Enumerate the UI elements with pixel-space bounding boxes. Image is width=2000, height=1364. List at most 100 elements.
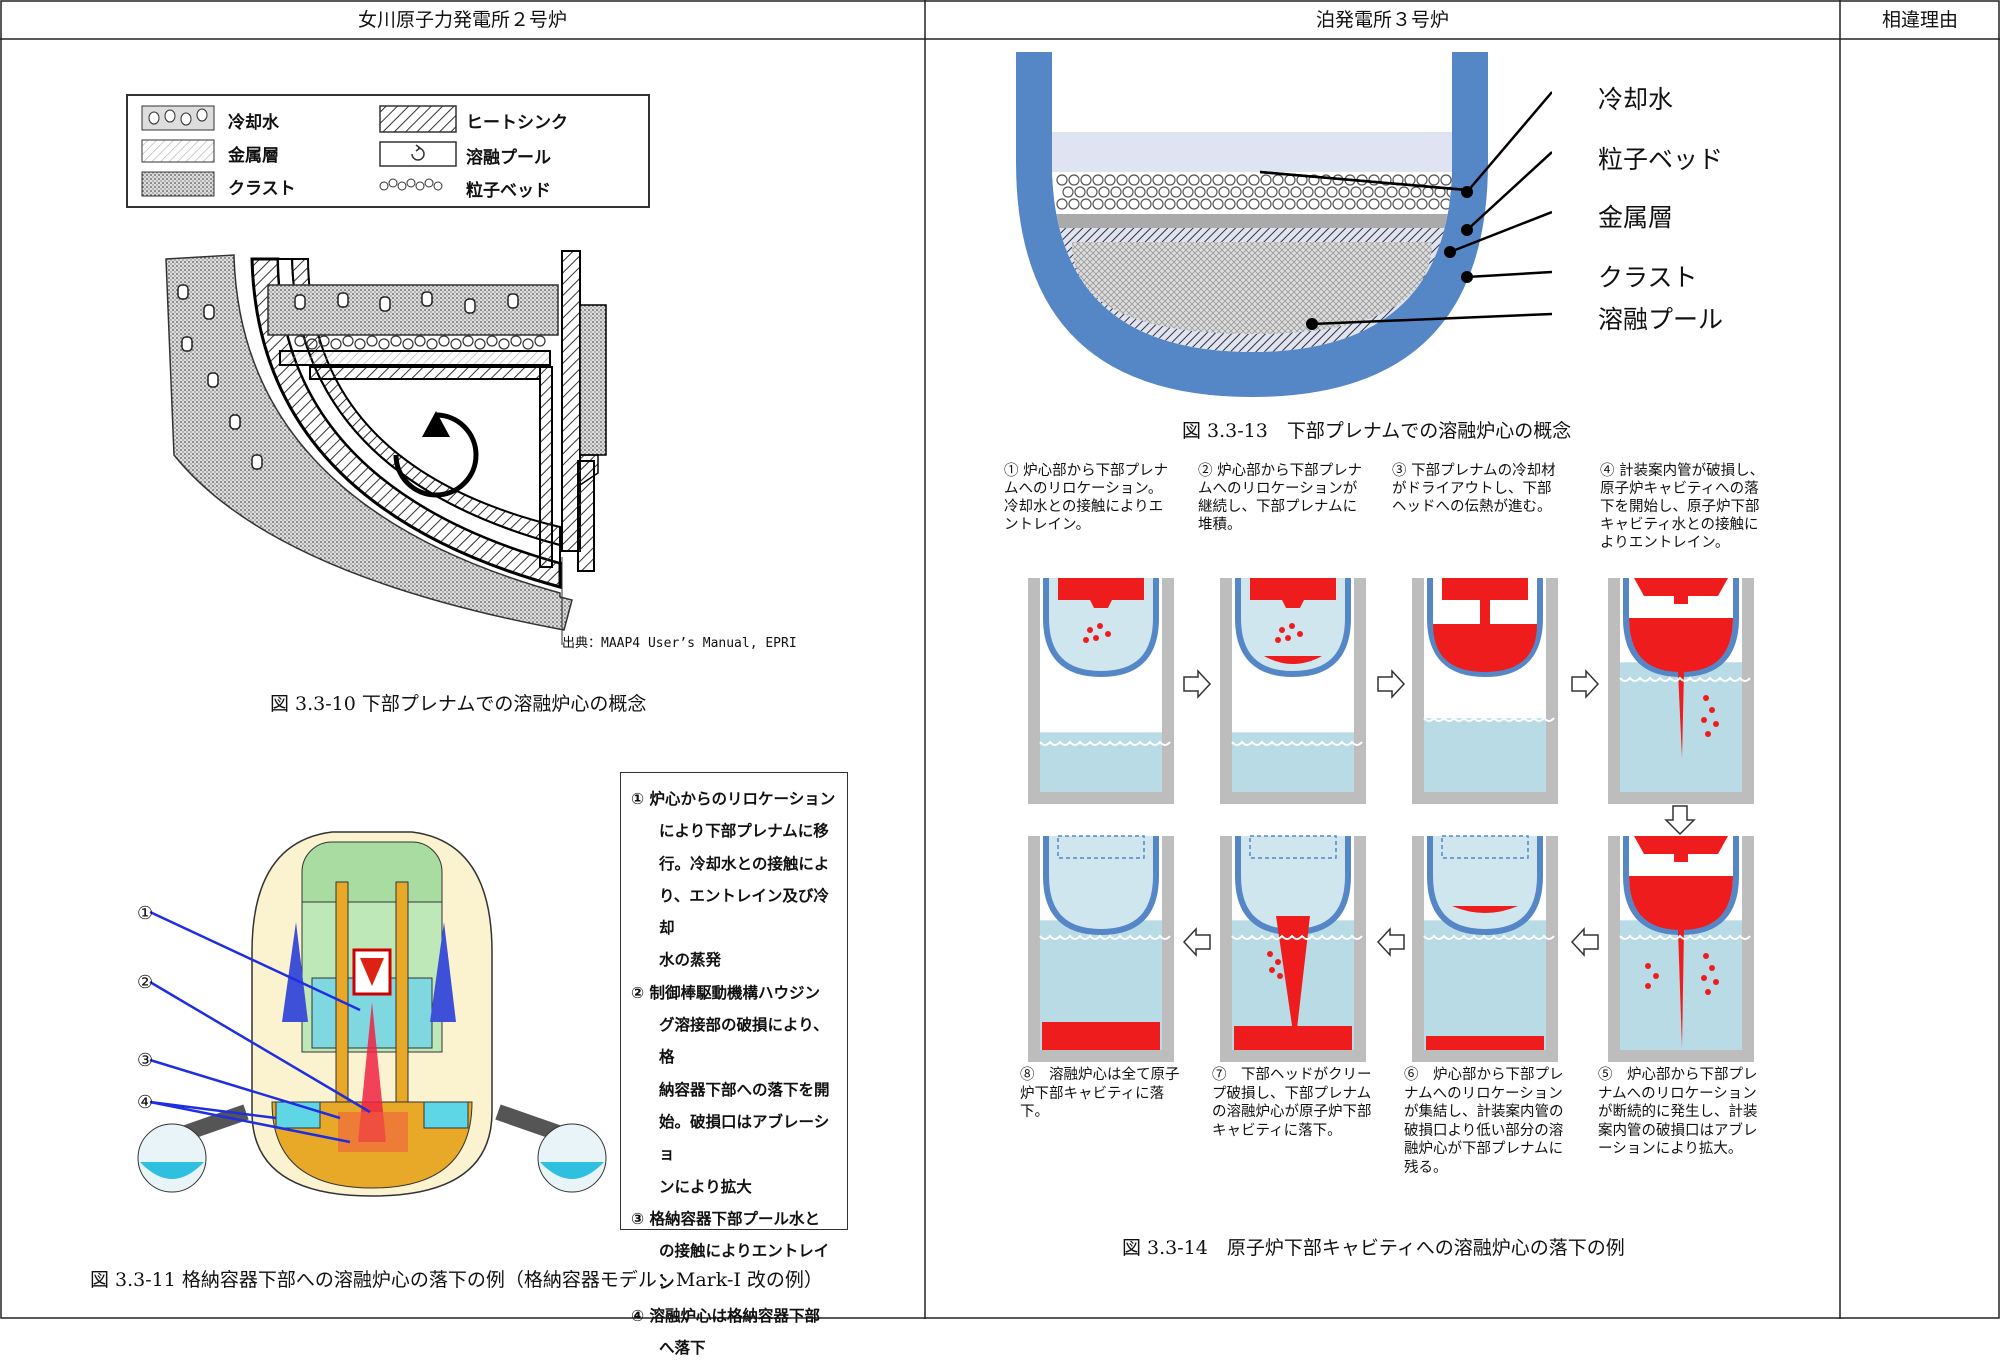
particle-bead [1404,198,1416,210]
particle-bead [1410,186,1422,198]
melt-droplet [1653,973,1659,979]
legend-metal-layer: 金属層 [228,146,279,166]
note-line: へ落下 [659,1339,706,1358]
particle-bead [1062,186,1074,198]
melt-droplet [1713,721,1719,727]
melt-droplet [1277,973,1283,979]
core-outline [1249,835,1337,859]
cavity-water [1232,732,1354,792]
particle-bead [1320,198,1332,210]
core-outline [1057,835,1145,859]
particle-bead [1284,174,1296,186]
water-surface [1619,676,1751,682]
step-3-text: ③ 下部プレナムの冷却材がドライアウトし、下部ヘッドへの伝熱が進む。 [1392,463,1556,515]
particle-bead [1098,186,1110,198]
particle-bead [1122,186,1134,198]
particle-bead [1116,198,1128,210]
melt-droplet [1701,975,1707,981]
particle-bead [1164,174,1176,186]
melt-droplet [1297,631,1303,637]
cavity-water [1040,732,1162,792]
fig11-marker-1: ① [137,903,154,924]
particle-bead [1440,174,1452,186]
fig13-label-crust: クラスト [1598,263,1698,292]
melt-jet [1678,930,1684,1048]
step-2-text: ② 炉心部から下部プレナムへのリロケーションが継続し、下部プレナムに堆積。 [1198,463,1363,533]
particle-bead [1332,198,1344,210]
particle-bead [1272,174,1284,186]
particle-bead [1080,198,1092,210]
note-line: ④ 溶融炉心は格納容器下部 [631,1306,821,1325]
cavity-water [1424,920,1546,1050]
particle-bead [1428,174,1440,186]
melt-droplet [1709,965,1715,971]
melt-droplet [1105,631,1111,637]
core-melt [1058,578,1144,608]
arrow-left [1570,927,1599,957]
particle-bead [1248,174,1260,186]
sequence-panel [1412,578,1558,804]
particle-bead [1170,186,1182,198]
particle-bead [1422,186,1434,198]
particle-bead [1164,198,1176,210]
sequence-panel [1608,836,1754,1062]
note-line: の接触によりエントレイン [659,1242,830,1293]
melt-droplet [1645,963,1651,969]
note-line: により下部プレナムに移 [659,822,829,841]
fig11-marker-2: ② [137,972,154,993]
particle-bead [1212,198,1224,210]
melt-droplet [1709,707,1715,713]
melt-droplet [1645,983,1651,989]
melt-pool [1433,624,1537,672]
particle-bead [1140,174,1152,186]
particle-bead [1392,198,1404,210]
fig13-vessel-drawing [1016,52,1552,397]
sequence-panel [1028,835,1174,1062]
particle-bead [1416,198,1428,210]
arrow-left [1182,927,1211,957]
particle-bead [1104,198,1116,210]
particle-bead [1260,198,1272,210]
particle-bead [1146,186,1158,198]
melt-droplet [1083,637,1089,643]
sequence-panel [1608,578,1754,804]
water-surface [1231,934,1363,940]
fig13-caption: 図 3.3-13 下部プレナムでの溶融炉心の概念 [1182,420,1572,442]
particle-bead [1356,198,1368,210]
particle-bead [1176,198,1188,210]
note-line: ② 制御棒駆動機構ハウジン [631,983,821,1002]
particle-bead [1254,186,1266,198]
melt-droplet [1097,623,1103,629]
note-line: り、エントレイン及び冷却 [659,886,829,938]
step-1-text: ① 炉心部から下部プレナムへのリロケーション。冷却水との接触によりエントレイン。 [1004,463,1169,533]
particle-bead [1260,174,1272,186]
legend-molten-pool: 溶融プール [466,148,551,168]
fig10-source: 出典：MAAP4 User’s Manual, EPRI [562,636,797,651]
note-line: 行。冷却水との接触によ [659,854,830,873]
step-5-text: ⑤ 炉心部から下部プレナムへのリロケーションが断続的に発生し、計装案内管の破損口… [1598,1067,1758,1157]
sequence-panel [1412,835,1558,1062]
legend-particle-bed: 粒子ベッド [466,181,551,201]
particle-bead [1056,198,1068,210]
melt-jet [1276,916,1310,1046]
particle-bead [1236,198,1248,210]
step-6-text: ⑥ 炉心部から下部プレナムへのリロケーションが集結し、計装案内管の破損口より低い… [1404,1067,1564,1176]
particle-bead [1248,198,1260,210]
melt-pool [1452,906,1518,913]
particle-bead [1068,198,1080,210]
particle-bead [1200,174,1212,186]
arrow-right [1571,669,1600,699]
melt-droplet [1285,635,1291,641]
particle-bead [1296,198,1308,210]
note-line: 始。破損口はアブレーショ [659,1112,830,1164]
particle-bead [1326,186,1338,198]
core-melt [1442,578,1528,628]
melt-droplet [1093,635,1099,641]
particle-bead [1104,174,1116,186]
melt-jet [1678,672,1684,758]
particle-bead [1206,186,1218,198]
melt-droplet [1705,731,1711,737]
particle-bead [1092,174,1104,186]
core-melt [1634,836,1728,862]
